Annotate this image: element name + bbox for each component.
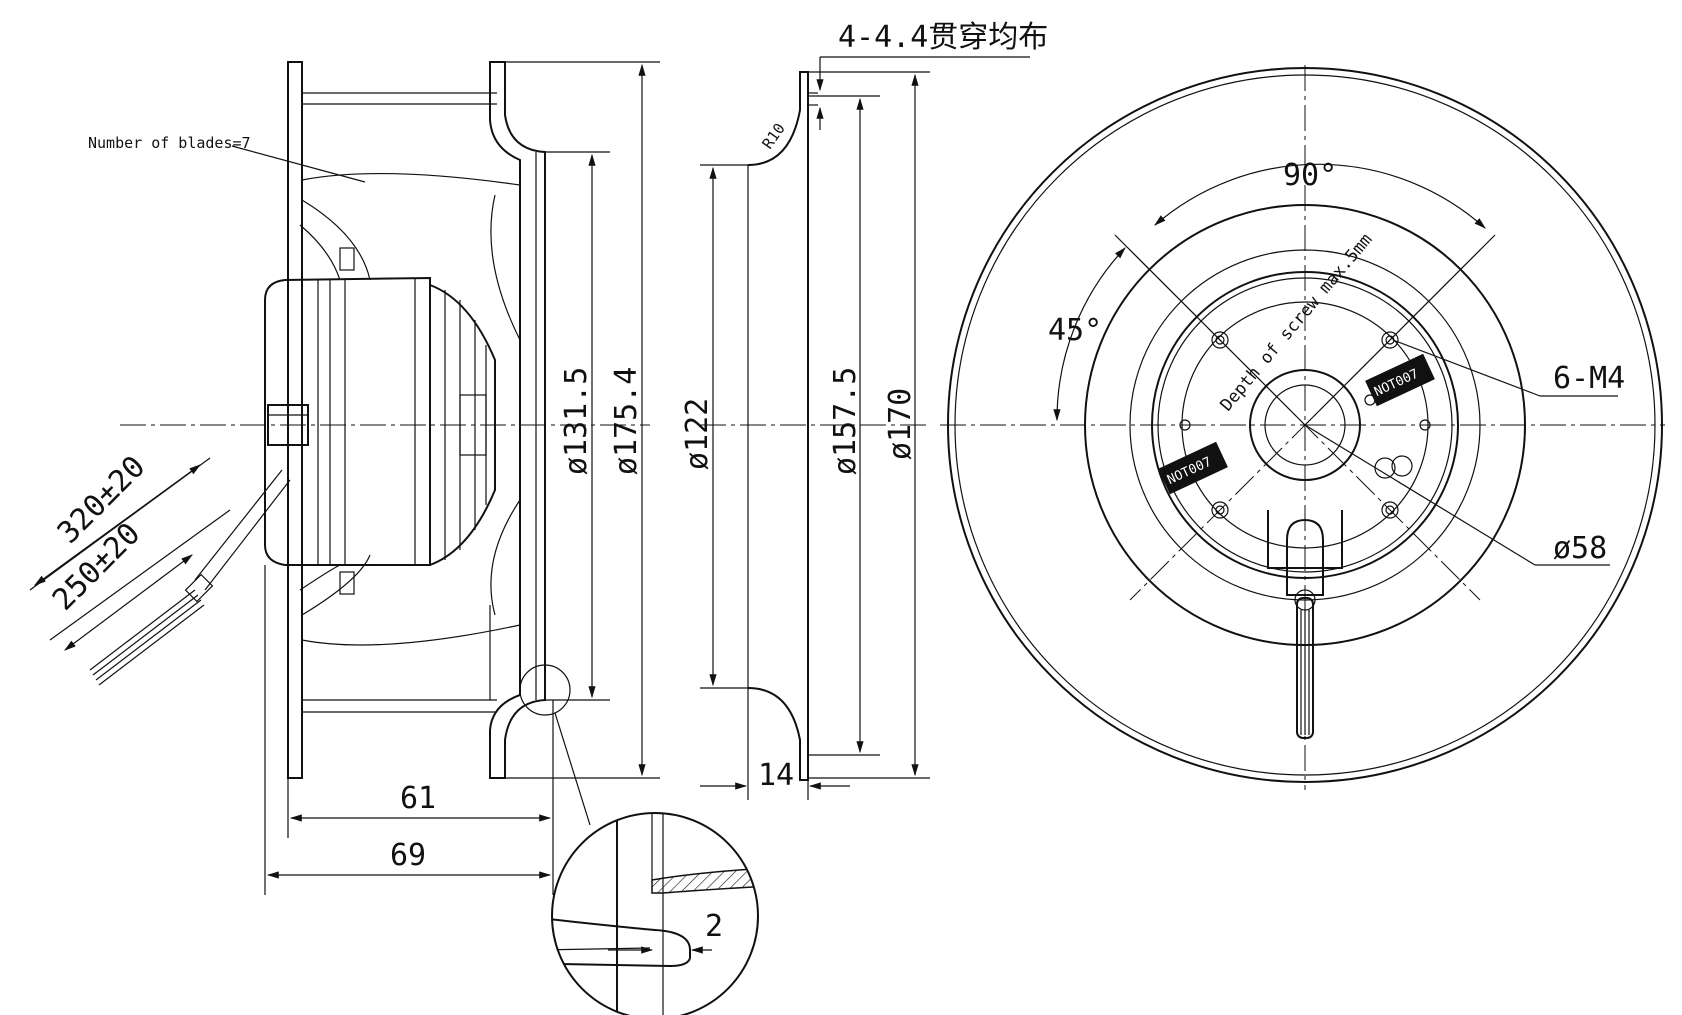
dim-14: 14 xyxy=(758,758,794,793)
cable-exit xyxy=(1267,510,1343,739)
detail-view: 2 xyxy=(551,812,759,1015)
dim-69: 69 xyxy=(390,838,426,873)
label-left xyxy=(1158,441,1228,495)
motor-face xyxy=(1151,271,1459,579)
inlet-view: R10 4-4.4贯穿均布 ø122 ø157.5 ø170 14 xyxy=(680,20,1048,800)
motor-body xyxy=(264,276,431,566)
front-view: NOT007 NOT007 Depth of screw max.5mm 90°… xyxy=(940,65,1665,790)
screw-depth-note: Depth of screw max.5mm xyxy=(1217,230,1377,415)
dim-131: ø131.5 xyxy=(559,367,594,475)
angle-45: 45° xyxy=(1048,313,1102,348)
dim-170: ø170 xyxy=(883,388,918,460)
dim-61: 61 xyxy=(400,781,436,816)
inlet-ring-profile xyxy=(747,71,809,781)
blades-note: Number of blades=7 xyxy=(88,134,251,152)
dim-175: ø175.4 xyxy=(609,367,644,475)
rotor xyxy=(429,284,496,566)
connector-box xyxy=(267,404,309,446)
dim-122: ø122 xyxy=(680,398,715,470)
holes-note: 4-4.4贯穿均布 xyxy=(838,20,1048,55)
hub-dia: ø58 xyxy=(1553,531,1607,566)
pcd-circle xyxy=(1129,249,1481,601)
dim-157: ø157.5 xyxy=(828,367,863,475)
blade-upper xyxy=(301,173,521,186)
side-view: Number of blades=7 320±20 250±20 ø131.5 … xyxy=(29,61,660,895)
backplate xyxy=(287,61,303,779)
outer-rim xyxy=(947,67,1663,783)
inlet-shroud xyxy=(489,61,546,779)
label-right xyxy=(1365,353,1435,407)
detail-circle xyxy=(551,812,759,1015)
dim-2: 2 xyxy=(705,909,723,944)
detail-marker xyxy=(519,664,571,716)
angle-90: 90° xyxy=(1283,158,1337,193)
angle-arc-45 xyxy=(1053,247,1126,422)
angle-arc-90 xyxy=(1154,163,1486,229)
hub-ring xyxy=(1249,369,1361,481)
screws-note: 6-M4 xyxy=(1553,361,1625,396)
screw-holes xyxy=(1179,331,1431,519)
